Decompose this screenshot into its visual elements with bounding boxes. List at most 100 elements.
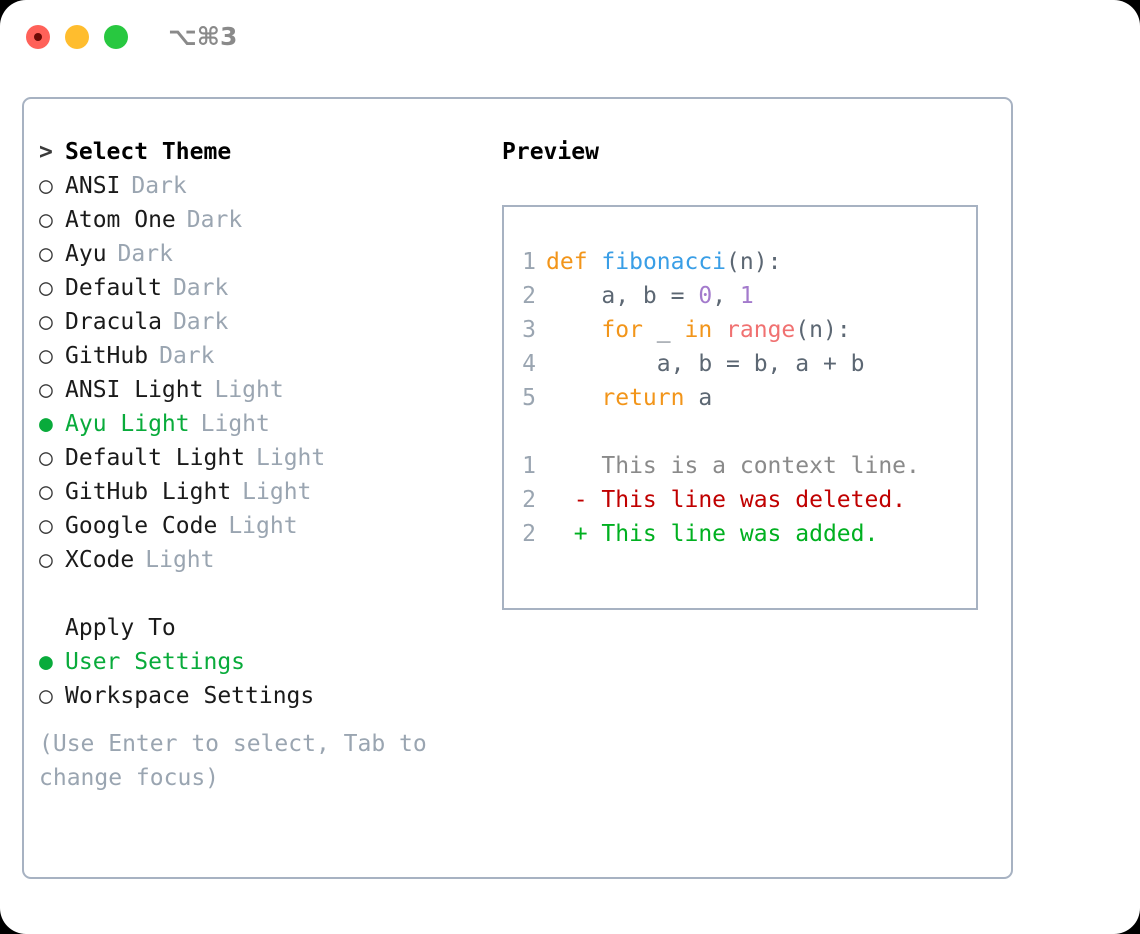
- radio-unselected-icon[interactable]: ○: [39, 683, 53, 709]
- theme-name: Google Code: [65, 513, 218, 539]
- code-token: (n):: [726, 249, 782, 275]
- radio-unselected-icon[interactable]: ○: [39, 207, 53, 233]
- radio-unselected-icon[interactable]: ○: [39, 275, 53, 301]
- code-text: return a: [546, 381, 712, 415]
- diff-line: 2 + This line was added.: [504, 517, 976, 551]
- code-token: 1: [739, 283, 754, 309]
- apply-to-item[interactable]: ● User Settings: [39, 645, 469, 679]
- line-number: 4: [522, 351, 536, 377]
- diff-sample: 1 This is a context line. 2 - This line w…: [504, 449, 976, 551]
- code-token: for: [601, 317, 643, 343]
- theme-list-item[interactable]: ○ ANSI Dark: [39, 169, 469, 203]
- theme-list-item[interactable]: ● Ayu Light Light: [39, 407, 469, 441]
- line-number: 2: [522, 283, 536, 309]
- code-token: a, b = b, a + b: [546, 351, 865, 377]
- code-token: _: [642, 317, 685, 343]
- theme-list-item[interactable]: ○ GitHub Dark: [39, 339, 469, 373]
- code-token: a: [684, 385, 713, 411]
- theme-name: ANSI: [65, 173, 121, 199]
- theme-list-item[interactable]: ○ Default Dark: [39, 271, 469, 305]
- radio-unselected-icon[interactable]: ○: [39, 479, 53, 505]
- apply-to-label: Workspace Settings: [65, 683, 315, 709]
- diff-text: This is a context line.: [546, 453, 920, 479]
- radio-selected-icon[interactable]: ●: [39, 411, 53, 437]
- theme-name: Ayu: [65, 241, 107, 267]
- diff-text: - This line was deleted.: [546, 487, 907, 513]
- theme-name: ANSI Light: [65, 377, 204, 403]
- theme-name: Dracula: [65, 309, 162, 335]
- code-token: (n):: [795, 317, 851, 343]
- theme-name: Ayu Light: [65, 411, 190, 437]
- code-token: range: [726, 317, 796, 343]
- code-line: 5 return a: [504, 381, 976, 415]
- code-line: 4 a, b = b, a + b: [504, 347, 976, 381]
- code-text: a, b = b, a + b: [546, 347, 865, 381]
- radio-unselected-icon[interactable]: ○: [39, 377, 53, 403]
- theme-name: XCode: [65, 547, 135, 573]
- theme-variant-badge: Light: [214, 377, 284, 403]
- code-token: 0: [698, 283, 713, 309]
- code-token: fibonacci: [601, 249, 727, 275]
- code-line: 3 for _ in range(n):: [504, 313, 976, 347]
- apply-to-list: ● User Settings ○ Workspace Settings: [39, 645, 469, 713]
- theme-variant-badge: Light: [228, 513, 298, 539]
- line-number: 2: [522, 521, 536, 547]
- diff-line: 2 - This line was deleted.: [504, 483, 976, 517]
- keyboard-shortcut-label: ⌥⌘3: [168, 22, 238, 51]
- apply-to-item[interactable]: ○ Workspace Settings: [39, 679, 469, 713]
- theme-list-item[interactable]: ○ Dracula Dark: [39, 305, 469, 339]
- preview-title: Preview: [502, 139, 599, 165]
- minimize-button[interactable]: [65, 25, 89, 49]
- code-token: a, b =: [546, 283, 699, 309]
- theme-variant-badge: Dark: [159, 343, 215, 369]
- theme-name: Default Light: [65, 445, 246, 471]
- line-number: 5: [522, 385, 536, 411]
- theme-variant-badge: Dark: [172, 309, 229, 335]
- title-bar: ⌥⌘3: [0, 0, 1140, 78]
- theme-variant-badge: Dark: [131, 173, 187, 199]
- line-number: 1: [522, 453, 536, 479]
- window-controls: [26, 25, 128, 49]
- code-token: [546, 317, 601, 343]
- theme-variant-badge: Light: [200, 411, 270, 437]
- theme-name: Default: [65, 275, 162, 301]
- radio-unselected-icon[interactable]: ○: [39, 241, 53, 267]
- select-theme-header: > Select Theme: [39, 135, 469, 169]
- radio-unselected-icon[interactable]: ○: [39, 343, 53, 369]
- zoom-button[interactable]: [104, 25, 128, 49]
- theme-name: GitHub Light: [65, 479, 232, 505]
- line-number: 2: [522, 487, 536, 513]
- theme-list-item[interactable]: ○ ANSI Light Light: [39, 373, 469, 407]
- code-token: return: [601, 385, 685, 411]
- theme-name: Atom One: [65, 207, 176, 233]
- theme-variant-badge: Light: [145, 547, 215, 573]
- radio-selected-icon[interactable]: ●: [39, 649, 53, 675]
- theme-list-item[interactable]: ○ Google Code Light: [39, 509, 469, 543]
- code-token: def: [546, 249, 588, 275]
- close-button[interactable]: [26, 25, 50, 49]
- theme-name: GitHub: [65, 343, 149, 369]
- code-token: [712, 317, 726, 343]
- line-number: 1: [522, 249, 536, 275]
- code-line: 1 def fibonacci(n):: [504, 245, 976, 279]
- radio-unselected-icon[interactable]: ○: [39, 173, 53, 199]
- apply-to-label: User Settings: [65, 649, 246, 675]
- list-spacer: [39, 577, 469, 611]
- diff-text: + This line was added.: [546, 521, 879, 547]
- theme-list-item[interactable]: ○ XCode Light: [39, 543, 469, 577]
- radio-unselected-icon[interactable]: ○: [39, 309, 53, 335]
- radio-unselected-icon[interactable]: ○: [39, 445, 53, 471]
- theme-variant-badge: Dark: [172, 275, 229, 301]
- radio-unselected-icon[interactable]: ○: [39, 513, 53, 539]
- code-text: def fibonacci(n):: [546, 245, 781, 279]
- radio-unselected-icon[interactable]: ○: [39, 547, 53, 573]
